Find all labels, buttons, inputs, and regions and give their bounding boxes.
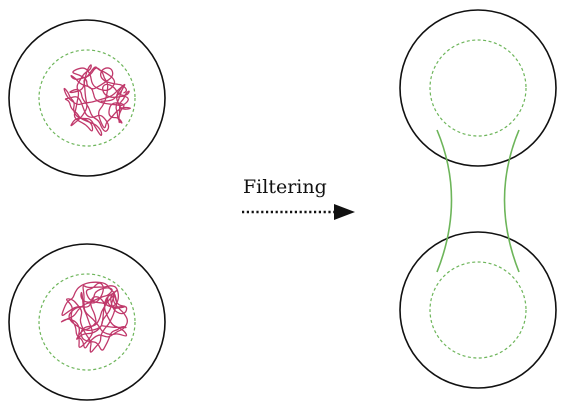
arrow-label: Filtering bbox=[243, 176, 327, 198]
link-left-curve bbox=[436, 129, 453, 273]
left-bottom-inner-circle bbox=[38, 273, 136, 371]
left-top-coil bbox=[63, 64, 132, 136]
filtering-arrow: Filtering bbox=[242, 176, 355, 220]
right-bottom-particle bbox=[399, 231, 557, 389]
left-bottom-particle bbox=[8, 243, 166, 401]
link-right-curve bbox=[503, 129, 520, 273]
right-bottom-outer-circle bbox=[399, 231, 557, 389]
arrow-head bbox=[334, 204, 355, 220]
right-top-inner-circle bbox=[429, 39, 527, 137]
right-link bbox=[436, 129, 520, 273]
left-top-particle bbox=[8, 19, 166, 177]
left-top-inner-circle bbox=[38, 49, 136, 147]
left-bottom-coil bbox=[60, 281, 129, 353]
left-top-outer-circle bbox=[8, 19, 166, 177]
right-top-outer-circle bbox=[399, 9, 557, 167]
left-bottom-outer-circle bbox=[8, 243, 166, 401]
right-bottom-inner-circle bbox=[429, 261, 527, 359]
right-top-particle bbox=[399, 9, 557, 167]
